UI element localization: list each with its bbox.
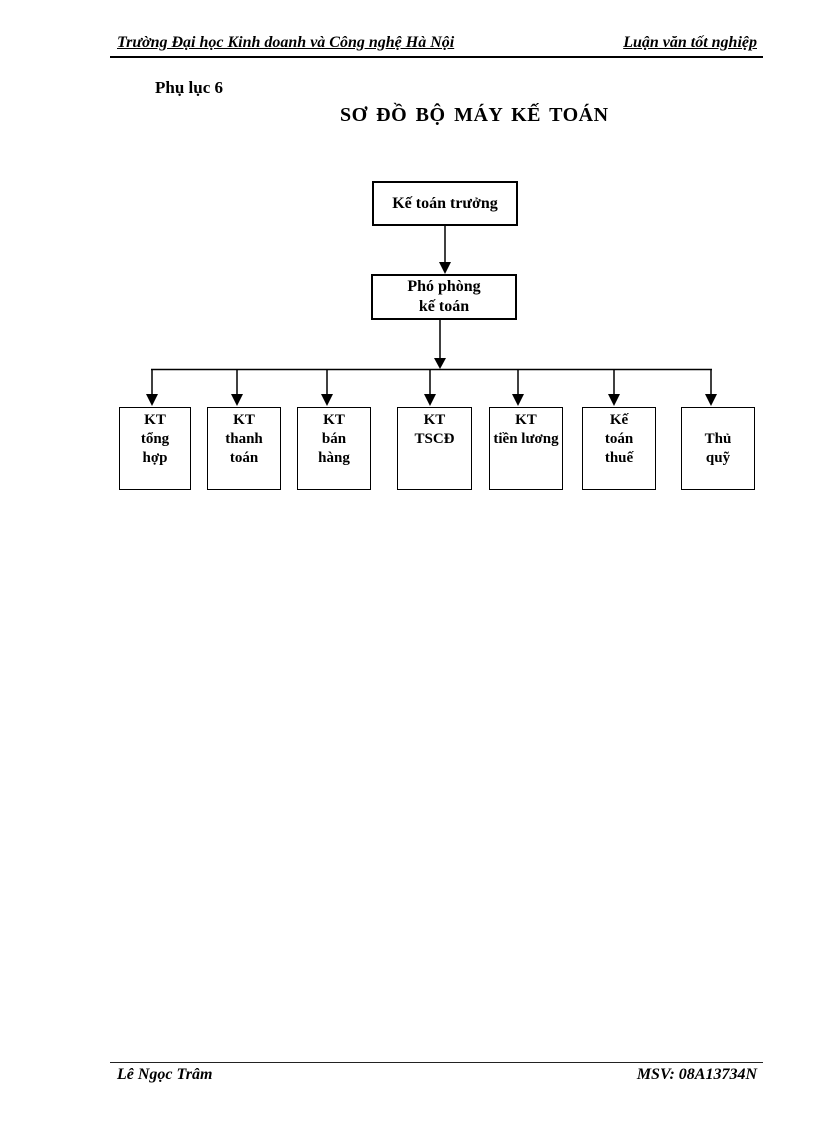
page-header: Trường Đại học Kinh doanh và Công nghệ H… (112, 34, 762, 52)
page-title: SƠ ĐỒ BỘ MÁY KẾ TOÁN (340, 104, 609, 126)
arrowhead-dept-1 (146, 394, 158, 406)
arrowhead-bus (434, 358, 446, 369)
org-box-chief-accountant: Kế toán trưởng (372, 181, 518, 226)
page-footer: Lê Ngọc Trâm MSV: 08A13734N (112, 1066, 762, 1084)
arrowhead-dept-6 (608, 394, 620, 406)
appendix-label: Phụ lục 6 (155, 78, 224, 97)
org-box-kt-tong-hop: KT tổng hợp (119, 407, 191, 490)
arrowhead-dept-5 (512, 394, 524, 406)
header-thesis-label: Luận văn tốt nghiệp (623, 34, 757, 51)
org-box-kt-thanh-toan: KT thanh toán (207, 407, 281, 490)
org-chart-connectors (146, 226, 717, 406)
org-box-ke-toan-thue: Kế toán thuế (582, 407, 656, 490)
org-box-kt-ban-hang: KT bán hàng (297, 407, 371, 490)
arrowhead-dept-3 (321, 394, 333, 406)
org-box-thu-quy: Thủ quỹ (681, 407, 755, 490)
header-school-name: Trường Đại học Kinh doanh và Công nghệ H… (117, 34, 455, 51)
arrowhead-dept-2 (231, 394, 243, 406)
arrowhead-deputy (439, 262, 451, 274)
footer-author-name: Lê Ngọc Trâm (117, 1066, 213, 1083)
org-box-deputy-accounting: Phó phòng kế toán (371, 274, 517, 320)
arrowhead-dept-7 (705, 394, 717, 406)
footer-student-id: MSV: 08A13734N (636, 1066, 757, 1083)
footer-rule (110, 1062, 763, 1063)
org-box-kt-tien-luong: KT tiền lương (489, 407, 563, 490)
arrowhead-dept-4 (424, 394, 436, 406)
header-rule (110, 56, 763, 58)
org-box-kt-tscd: KT TSCĐ (397, 407, 472, 490)
